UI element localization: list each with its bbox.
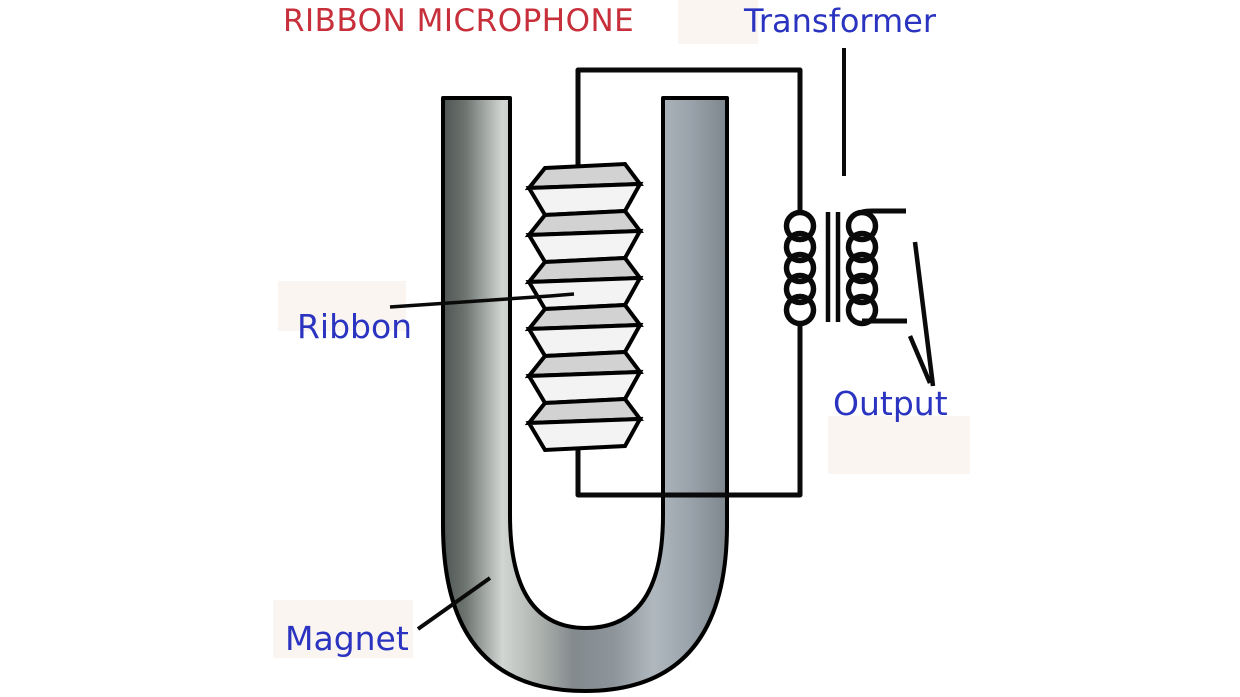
primary-coil-loop: [783, 230, 817, 264]
secondary-coil-loop: [845, 251, 879, 285]
transformer-label-highlight-box: [678, 0, 758, 44]
secondary-top-lead: [861, 208, 906, 215]
secondary-coil-loop: [845, 230, 879, 264]
magnet-label: Magnet: [285, 619, 409, 658]
secondary-coil-loop: [845, 272, 879, 306]
output-label-highlight-box: [828, 416, 970, 474]
transformer-primary-coil: [783, 209, 817, 327]
magnet-shape: [441, 96, 729, 693]
ribbon-label-highlight-box: [278, 281, 406, 331]
magnet-label-highlight-box: [273, 600, 413, 658]
magnet-leader-line: [416, 576, 492, 631]
output-arrow-shaft: [912, 241, 936, 387]
ribbon-shape: [524, 161, 644, 453]
output-arrow: [907, 241, 936, 387]
ribbon-pleat-front-face: [525, 416, 644, 453]
ribbon-label: Ribbon: [297, 307, 413, 346]
secondary-coil-loop: [845, 209, 879, 243]
primary-coil-loop: [783, 251, 817, 285]
wire-top: [575, 67, 803, 214]
transformer-core: [825, 212, 841, 322]
wire-bottom: [575, 321, 803, 498]
primary-coil-loop: [783, 209, 817, 243]
output-arrow-barb: [907, 335, 933, 384]
diagram-title: RIBBON MICROPHONE: [283, 3, 635, 39]
primary-coil-loop: [783, 293, 817, 327]
ribbon-leader-line: [389, 292, 575, 309]
primary-coil-loop: [783, 272, 817, 306]
transformer-secondary-coil: [845, 209, 879, 327]
transformer-label: Transformer: [744, 2, 937, 40]
output-label: Output: [833, 384, 948, 423]
